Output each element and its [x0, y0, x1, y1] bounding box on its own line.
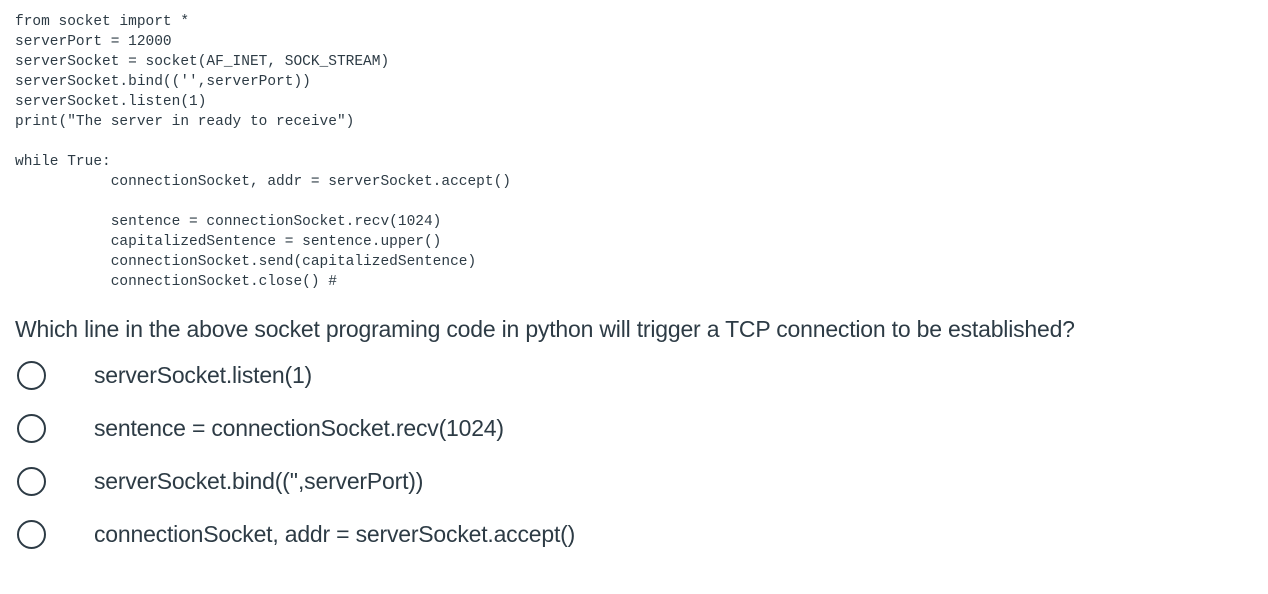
radio-button-icon[interactable]: [17, 520, 46, 549]
option-label[interactable]: connectionSocket, addr = serverSocket.ac…: [94, 521, 576, 547]
radio-button-icon[interactable]: [17, 414, 46, 443]
answer-options: serverSocket.listen(1) sentence = connec…: [17, 349, 1268, 561]
option-label[interactable]: serverSocket.listen(1): [94, 362, 313, 388]
option-label[interactable]: sentence = connectionSocket.recv(1024): [94, 415, 504, 441]
answer-option[interactable]: connectionSocket, addr = serverSocket.ac…: [17, 508, 1268, 561]
answer-option[interactable]: sentence = connectionSocket.recv(1024): [17, 402, 1268, 455]
question-prompt: Which line in the above socket programin…: [15, 316, 1075, 342]
answer-option[interactable]: serverSocket.bind(('',serverPort)): [17, 455, 1268, 508]
option-label[interactable]: serverSocket.bind(('',serverPort)): [94, 468, 424, 494]
radio-button-icon[interactable]: [17, 361, 46, 390]
radio-button-icon[interactable]: [17, 467, 46, 496]
answer-option[interactable]: serverSocket.listen(1): [17, 349, 1268, 402]
code-block: from socket import * serverPort = 12000 …: [15, 14, 511, 290]
